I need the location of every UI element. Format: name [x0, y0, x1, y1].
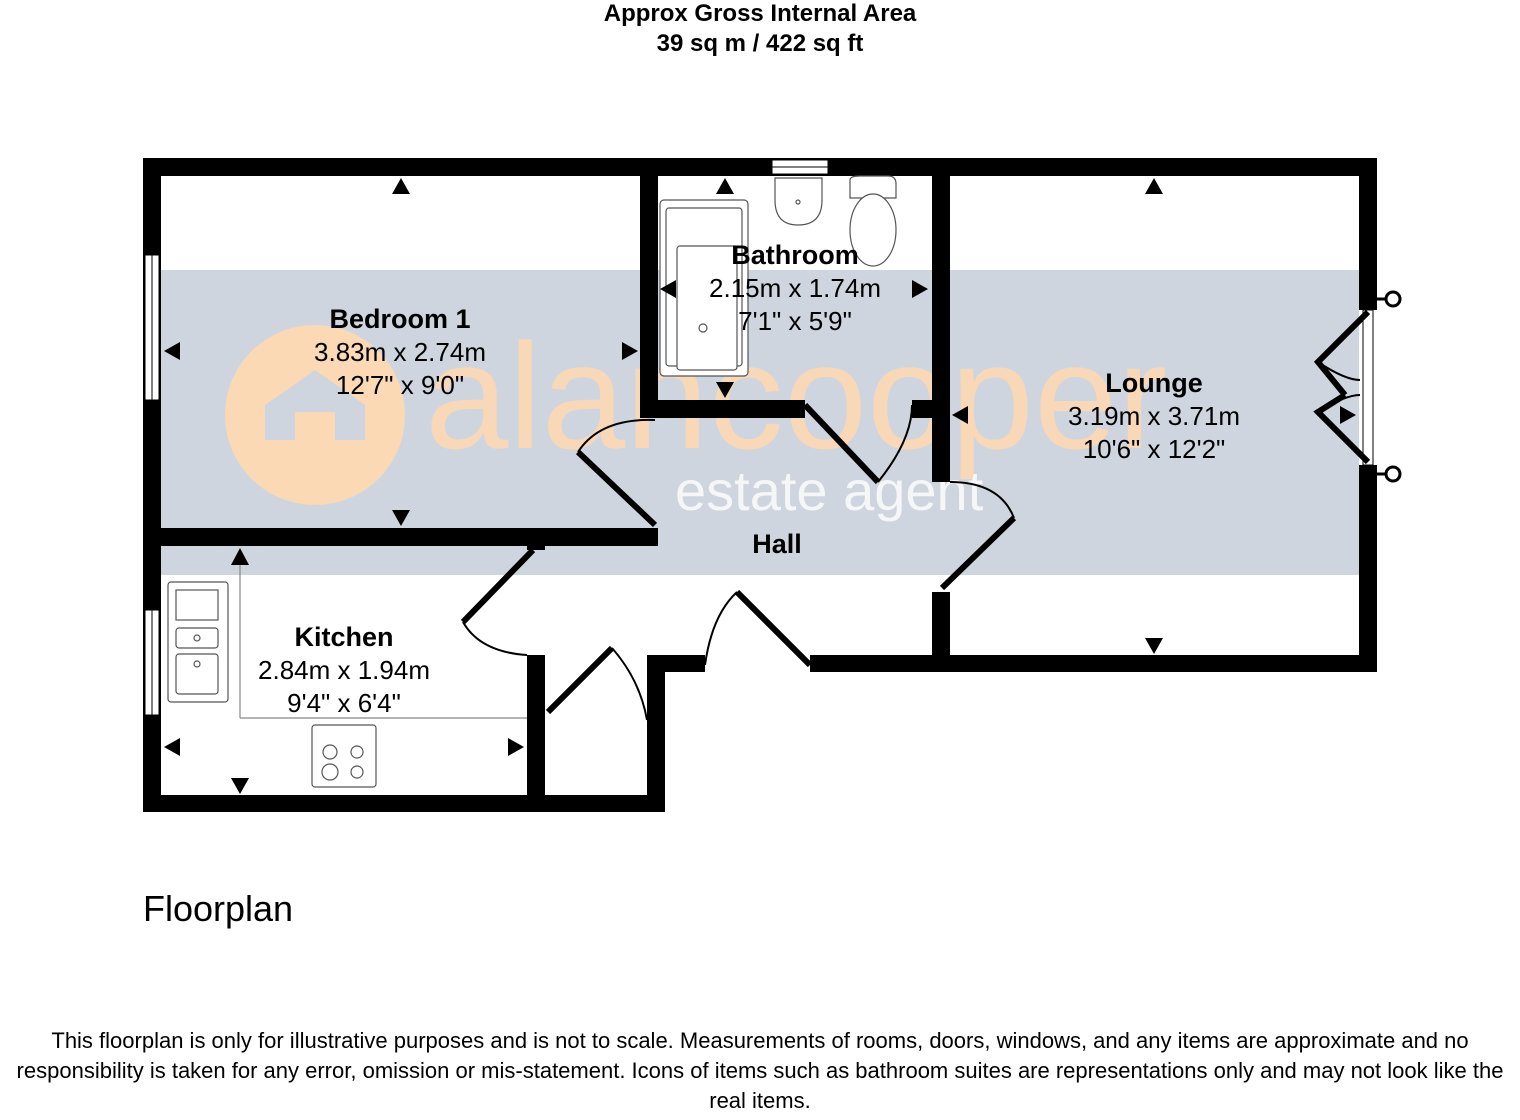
room-imperial: 10'6" x 12'2" — [1082, 434, 1226, 464]
room-hall: Hall — [752, 528, 802, 561]
room-metric: 3.83m x 2.74m — [314, 337, 486, 367]
room-imperial: 7'1" x 5'9" — [738, 306, 852, 336]
area-value: 39 sq m / 422 sq ft — [656, 30, 864, 57]
room-name: Bedroom 1 — [329, 304, 471, 334]
doors — [460, 309, 1371, 721]
room-metric: 2.15m x 1.74m — [709, 273, 881, 303]
bathroom-fixtures — [659, 175, 897, 377]
room-bedroom-1: Bedroom 1 3.83m x 2.74m 12'7" x 9'0" — [314, 303, 486, 402]
room-kitchen: Kitchen 2.84m x 1.94m 9'4" x 6'4" — [258, 621, 430, 720]
room-name: Hall — [752, 529, 802, 559]
watermark-logo: alancooper estate agent — [225, 312, 1167, 522]
room-name: Lounge — [1105, 368, 1203, 398]
room-lounge: Lounge 3.19m x 3.71m 10'6" x 12'2" — [1068, 367, 1240, 466]
room-imperial: 9'4" x 6'4" — [287, 688, 401, 718]
room-bathroom: Bathroom 2.15m x 1.74m 7'1" x 5'9" — [709, 239, 881, 338]
room-metric: 2.84m x 1.94m — [258, 655, 430, 685]
disclaimer: This floorplan is only for illustrative … — [16, 1028, 1504, 1113]
kitchen-fixtures — [167, 550, 527, 788]
room-imperial: 12'7" x 9'0" — [335, 370, 465, 400]
watermark-brand: alancooper — [425, 312, 1167, 480]
floorplan-label: Floorplan — [143, 888, 294, 929]
room-name: Bathroom — [731, 240, 859, 270]
area-title: Approx Gross Internal Area — [603, 0, 917, 27]
dimension-arrows — [164, 178, 1356, 794]
windows — [144, 159, 1374, 716]
hob-icon — [311, 724, 377, 788]
room-name: Kitchen — [294, 622, 394, 652]
door-scroll-icons — [1377, 290, 1402, 483]
room-metric: 3.19m x 3.71m — [1068, 401, 1240, 431]
toilet-icon — [849, 175, 897, 199]
